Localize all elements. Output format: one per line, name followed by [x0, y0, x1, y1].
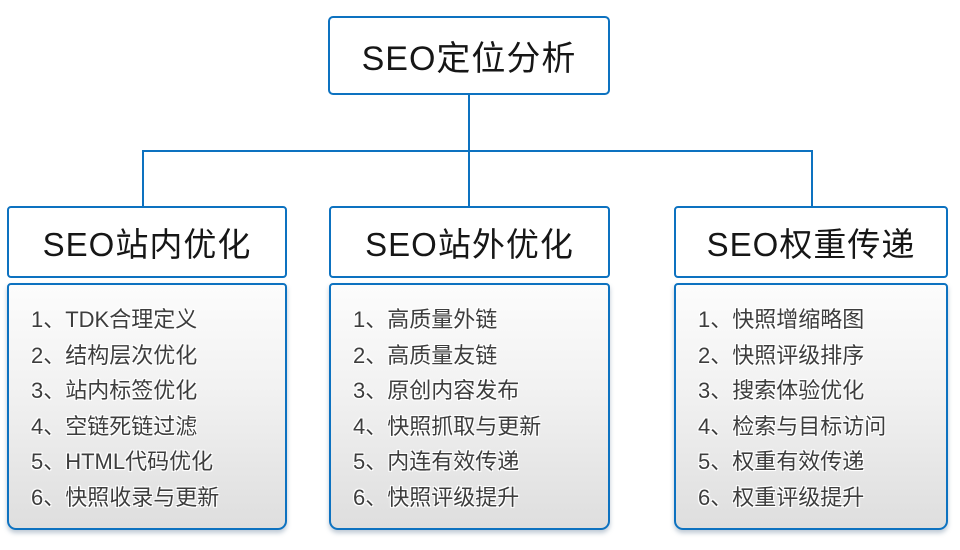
branch-item-list: 1、快照增缩略图 2、快照评级排序 3、搜索体验优化 4、检索与目标访问 5、权…: [674, 283, 948, 530]
list-item: 6、快照收录与更新: [31, 484, 220, 510]
list-item: 1、快照增缩略图: [698, 307, 865, 332]
list-item: 4、空链死链过滤: [31, 413, 198, 439]
branch-weight-transfer: SEO权重传递 1、快照增缩略图 2、快照评级排序 3、搜索体验优化 4、检索与…: [674, 206, 948, 530]
branch-offsite-optimization: SEO站外优化 1、高质量外链 2、高质量友链 3、原创内容发布 4、快照抓取与…: [329, 206, 610, 530]
list-item: 2、高质量友链: [353, 342, 498, 368]
branch-title-box: SEO权重传递: [674, 206, 948, 278]
branch-title-box: SEO站内优化: [7, 206, 287, 278]
list-item: 3、搜索体验优化: [698, 378, 865, 403]
branch-title-box: SEO站外优化: [329, 206, 610, 278]
list-item: 5、内连有效传递: [353, 449, 520, 474]
list-item: 2、快照评级排序: [698, 342, 865, 368]
branch-title: SEO权重传递: [706, 226, 916, 263]
list-item: 3、原创内容发布: [353, 378, 520, 403]
list-item: 6、权重评级提升: [698, 484, 865, 510]
root-node-title: SEO定位分析: [361, 40, 577, 78]
list-item: 5、权重有效传递: [698, 449, 865, 474]
branch-title: SEO站外优化: [365, 226, 574, 263]
list-item: 4、检索与目标访问: [698, 413, 887, 439]
connector-middle-vertical: [468, 150, 470, 207]
connector-left-vertical: [142, 150, 144, 207]
branch-title: SEO站内优化: [42, 226, 252, 263]
list-item: 4、快照抓取与更新: [353, 413, 542, 439]
list-item: 3、站内标签优化: [31, 378, 198, 403]
connector-horizontal-bus: [142, 150, 813, 152]
branch-onsite-optimization: SEO站内优化 1、TDK合理定义 2、结构层次优化 3、站内标签优化 4、空链…: [7, 206, 287, 530]
list-item: 1、TDK合理定义: [31, 307, 198, 332]
root-node: SEO定位分析: [328, 16, 610, 95]
branch-item-list: 1、高质量外链 2、高质量友链 3、原创内容发布 4、快照抓取与更新 5、内连有…: [329, 283, 610, 530]
list-item: 6、快照评级提升: [353, 484, 520, 510]
branch-item-list: 1、TDK合理定义 2、结构层次优化 3、站内标签优化 4、空链死链过滤 5、H…: [7, 283, 287, 530]
connector-right-vertical: [811, 150, 813, 207]
connector-root-vertical: [468, 95, 470, 151]
list-item: 5、HTML代码优化: [31, 449, 214, 474]
list-item: 2、结构层次优化: [31, 342, 198, 368]
list-item: 1、高质量外链: [353, 307, 498, 332]
